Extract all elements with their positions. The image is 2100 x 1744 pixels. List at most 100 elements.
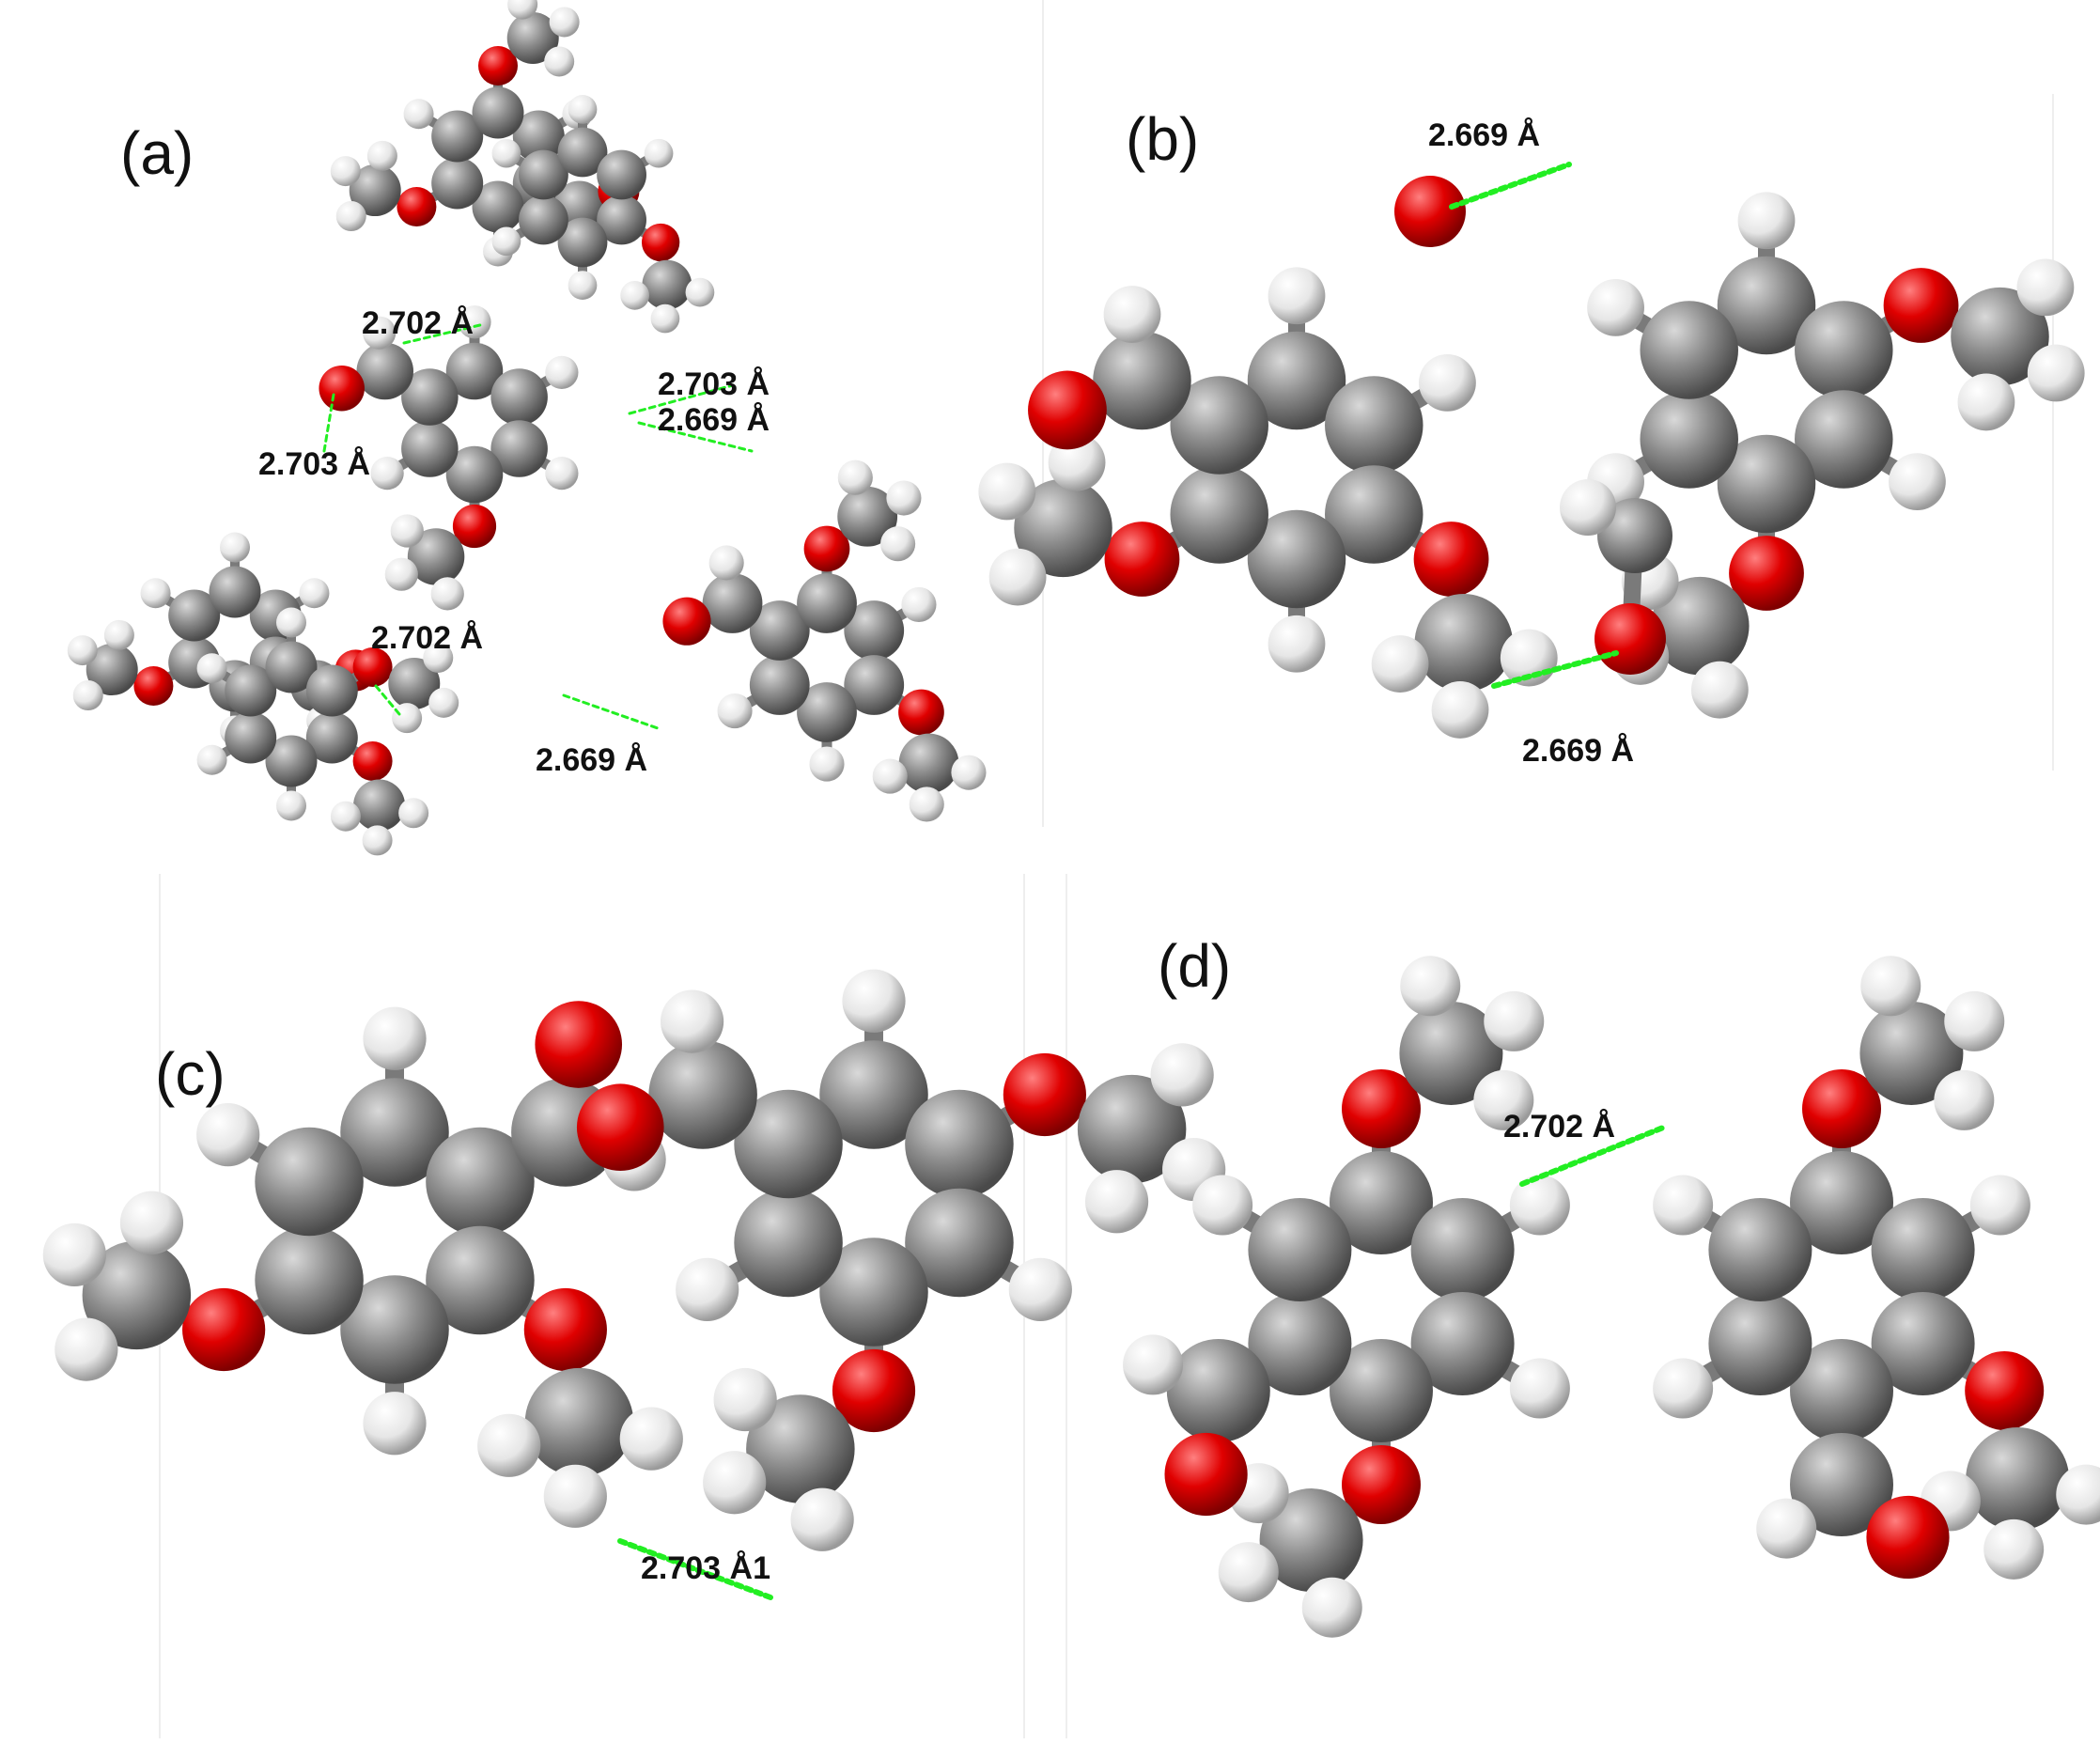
carbon-atom (1330, 1151, 1433, 1254)
carbon-atom (431, 157, 484, 210)
hydrogen-atom (544, 46, 575, 77)
carbon-atom (490, 368, 548, 426)
hydrogen-atom (423, 642, 454, 673)
panel-c-label: (c) (155, 1040, 226, 1108)
molecule (576, 969, 1226, 1551)
carbon-atom (557, 127, 608, 178)
hydrogen-bond-contact (628, 383, 735, 415)
hydrogen-atom (1944, 990, 2005, 1051)
oxygen-atom (1003, 1052, 1086, 1137)
hydrogen-atom (67, 635, 98, 666)
hydrogen-atom (988, 548, 1047, 606)
hydrogen-atom (1419, 353, 1476, 412)
carbon-atom (305, 711, 358, 764)
hydrogen-atom (362, 825, 393, 856)
carbon-atom (1410, 1292, 1515, 1395)
hydrogen-atom (370, 457, 404, 490)
hydrogen-atom (1150, 1043, 1214, 1107)
molecule (1560, 479, 1672, 675)
carbon-atom (1651, 576, 1750, 676)
hydrogen-atom (1690, 661, 1749, 719)
carbon-atom (209, 566, 261, 618)
hydrogen-atom (196, 653, 227, 684)
hydrogen-atom (1473, 1069, 1534, 1130)
carbon-atom (905, 1188, 1014, 1298)
hydrogen-atom (1983, 1518, 2045, 1580)
carbon-atom (1966, 1426, 2070, 1531)
carbon-atom (1790, 1433, 1893, 1536)
hydrogen-atom (491, 226, 521, 257)
carbon-atom (353, 779, 406, 832)
hydrogen-atom (619, 1407, 683, 1471)
carbon-atom (519, 149, 568, 200)
carbon-atom (1093, 331, 1191, 430)
hydrogen-atom (872, 758, 908, 794)
carbon-atom (426, 1225, 535, 1335)
carbon-atom (1951, 287, 2049, 386)
molecule (1587, 192, 2085, 719)
hydrogen-bond-contact (562, 693, 660, 730)
panel-d-label: (d) (1158, 932, 1231, 1000)
carbon-atom (1014, 478, 1112, 578)
oxygen-atom (1164, 1432, 1248, 1517)
carbon-atom (1325, 465, 1423, 564)
carbon-atom (1414, 594, 1514, 693)
carbon-atom (597, 195, 646, 245)
hydrogen-atom (1123, 1334, 1184, 1395)
carbon-atom (265, 735, 318, 787)
hydrogen-atom (708, 545, 744, 581)
oxygen-atom (898, 689, 944, 736)
carbon-atom (305, 664, 358, 717)
hydrogen-atom (363, 1392, 427, 1456)
carbon-atom (1790, 1151, 1893, 1254)
carbon-atom (340, 1275, 449, 1384)
molecule (42, 1001, 683, 1528)
panel-c-distance-1: 2.703 Å1 (641, 1550, 770, 1586)
carbon-atom (388, 657, 441, 709)
carbon-atom (1871, 1292, 1975, 1395)
oxygen-atom (1104, 522, 1180, 597)
hydrogen-atom (717, 693, 753, 729)
hydrogen-atom (842, 969, 906, 1033)
molecule (1653, 956, 2100, 1580)
carbon-atom (905, 1089, 1014, 1199)
hydrogen-atom (685, 277, 715, 307)
hydrogen-atom (1192, 1175, 1253, 1236)
hydrogen-atom (568, 95, 598, 124)
carbon-atom (82, 1240, 192, 1350)
carbon-atom (797, 573, 857, 633)
oxygen-atom (1802, 1069, 1881, 1148)
molecule (1394, 176, 1466, 247)
carbon-atom (426, 1127, 535, 1237)
hydrogen-atom (1653, 1358, 1714, 1419)
oxygen-atom (832, 1348, 916, 1433)
carbon-atom (506, 11, 559, 64)
oxygen-atom (452, 504, 497, 549)
hydrogen-atom (1268, 267, 1326, 325)
carbon-atom (340, 1078, 449, 1187)
hydrogen-atom (543, 1464, 607, 1528)
carbon-atom (401, 420, 459, 477)
panel-b-distance-1: 2.669 Å (1428, 117, 1540, 153)
panel-a-label: (a) (120, 119, 194, 187)
carbon-atom (1247, 509, 1346, 609)
carbon-atom (597, 149, 646, 200)
carbon-atom (642, 259, 692, 310)
hydrogen-bond-contact (402, 322, 486, 345)
hydrogen-atom (430, 577, 464, 611)
carbon-atom (168, 589, 221, 642)
oxygen-atom (1729, 536, 1804, 611)
hydrogen-atom (458, 305, 491, 339)
carbon-atom (837, 486, 898, 547)
carbon-atom (844, 655, 905, 715)
hydrogen-bond-contact (1449, 162, 1572, 210)
hydrogen-atom (837, 459, 873, 495)
carbon-atom (1790, 1339, 1893, 1442)
carbon-atom (512, 110, 565, 163)
carbon-atom (1170, 376, 1268, 475)
hydrogen-atom (1301, 1577, 1362, 1638)
carbon-atom (1077, 1074, 1187, 1184)
oxygen-atom (1413, 522, 1489, 597)
carbon-atom (1410, 1198, 1515, 1301)
hydrogen-atom (951, 755, 987, 790)
